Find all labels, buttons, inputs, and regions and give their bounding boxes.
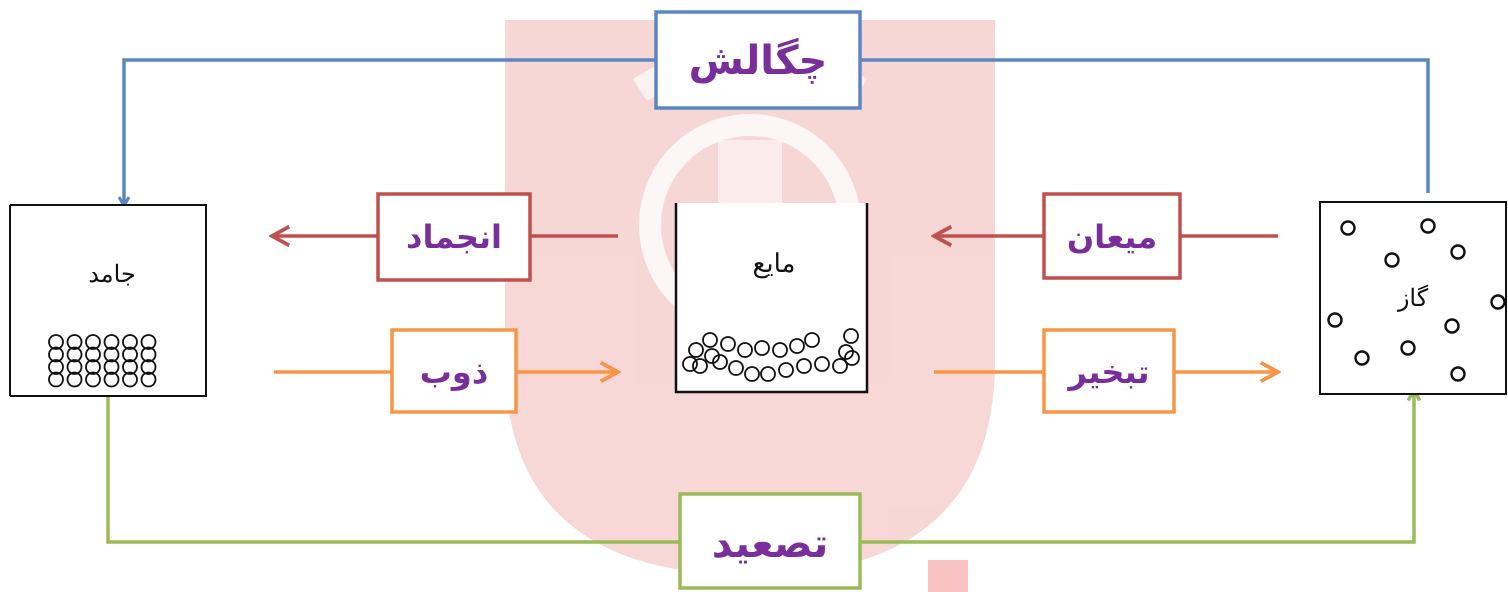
particle-icon xyxy=(778,362,794,378)
particle-icon xyxy=(66,359,83,375)
particle-icon xyxy=(66,334,83,350)
particle-icon xyxy=(720,336,736,352)
particle-icon xyxy=(682,356,698,372)
liquid-particles xyxy=(682,328,860,382)
liquid-label: مایع xyxy=(753,249,796,279)
particle-icon xyxy=(66,371,83,388)
particle-icon xyxy=(754,340,770,356)
particle-icon xyxy=(1444,318,1460,334)
particle-icon xyxy=(838,344,854,360)
particle-icon xyxy=(103,334,120,350)
particle-icon xyxy=(1450,244,1466,260)
particle-icon xyxy=(704,348,720,364)
particle-icon xyxy=(140,359,157,375)
freezing-label: انجماد xyxy=(406,218,502,256)
particle-icon xyxy=(66,346,83,363)
particle-icon xyxy=(85,334,101,350)
particle-icon xyxy=(1384,252,1400,268)
freezing-arrow: انجماد xyxy=(272,192,618,282)
sublimation-path xyxy=(106,390,1414,544)
particle-icon xyxy=(789,338,805,354)
particle-icon xyxy=(832,358,848,374)
liquefaction-arrow: میعان xyxy=(934,192,1278,280)
particle-icon xyxy=(1327,312,1343,328)
particle-icon xyxy=(688,342,704,358)
evaporation-label: تبخیر xyxy=(1066,353,1149,391)
particle-icon xyxy=(122,334,138,350)
particle-icon xyxy=(103,371,120,388)
particle-icon xyxy=(760,366,776,382)
particle-icon xyxy=(1490,294,1506,310)
particle-icon xyxy=(737,342,753,358)
particle-icon xyxy=(48,359,64,375)
particle-icon xyxy=(772,342,788,358)
particle-icon xyxy=(48,371,64,388)
gas-container: گاز xyxy=(1319,201,1507,395)
particle-icon xyxy=(140,371,157,388)
particle-icon xyxy=(692,358,708,374)
particle-icon xyxy=(85,371,101,388)
liquid-container: مایع xyxy=(674,203,869,394)
particle-icon xyxy=(48,334,64,350)
particle-icon xyxy=(1354,350,1370,366)
sublimation-label-box: تصعید xyxy=(678,492,862,590)
melting-label: ذوب xyxy=(420,353,488,391)
particle-icon xyxy=(796,358,812,374)
particle-icon xyxy=(744,366,760,382)
melting-arrow: ذوب xyxy=(274,328,618,414)
particle-icon xyxy=(728,360,744,376)
particle-icon xyxy=(122,346,138,363)
liquefaction-label: میعان xyxy=(1067,218,1157,256)
particle-icon xyxy=(1420,218,1436,234)
particle-icon xyxy=(103,359,120,375)
particle-icon xyxy=(1450,366,1466,382)
particle-icon xyxy=(702,332,718,348)
particle-icon xyxy=(140,346,157,363)
particle-icon xyxy=(1400,340,1416,356)
particle-icon xyxy=(844,350,860,366)
particle-icon xyxy=(804,332,820,348)
condensation-label: چگالش xyxy=(689,37,828,84)
evaporation-arrow: تبخیر xyxy=(934,328,1278,414)
particle-icon xyxy=(85,359,101,375)
particle-icon xyxy=(814,356,830,372)
solid-container: جامد xyxy=(9,204,207,397)
gas-particles xyxy=(1327,218,1506,382)
particle-icon xyxy=(140,334,157,350)
particle-icon xyxy=(843,328,859,344)
particle-icon xyxy=(103,346,120,363)
condensation-label-box: چگالش xyxy=(654,10,862,110)
solid-label: جامد xyxy=(88,260,136,288)
particle-icon xyxy=(1340,220,1356,236)
particle-icon xyxy=(122,371,138,388)
particle-icon xyxy=(85,346,101,363)
sublimation-label: تصعید xyxy=(712,521,828,567)
solid-particles xyxy=(48,334,157,388)
condensation-path xyxy=(124,58,1430,206)
gas-label: گاز xyxy=(1397,284,1429,312)
particle-icon xyxy=(122,359,138,375)
particle-icon xyxy=(48,346,64,363)
particle-icon xyxy=(712,354,728,370)
